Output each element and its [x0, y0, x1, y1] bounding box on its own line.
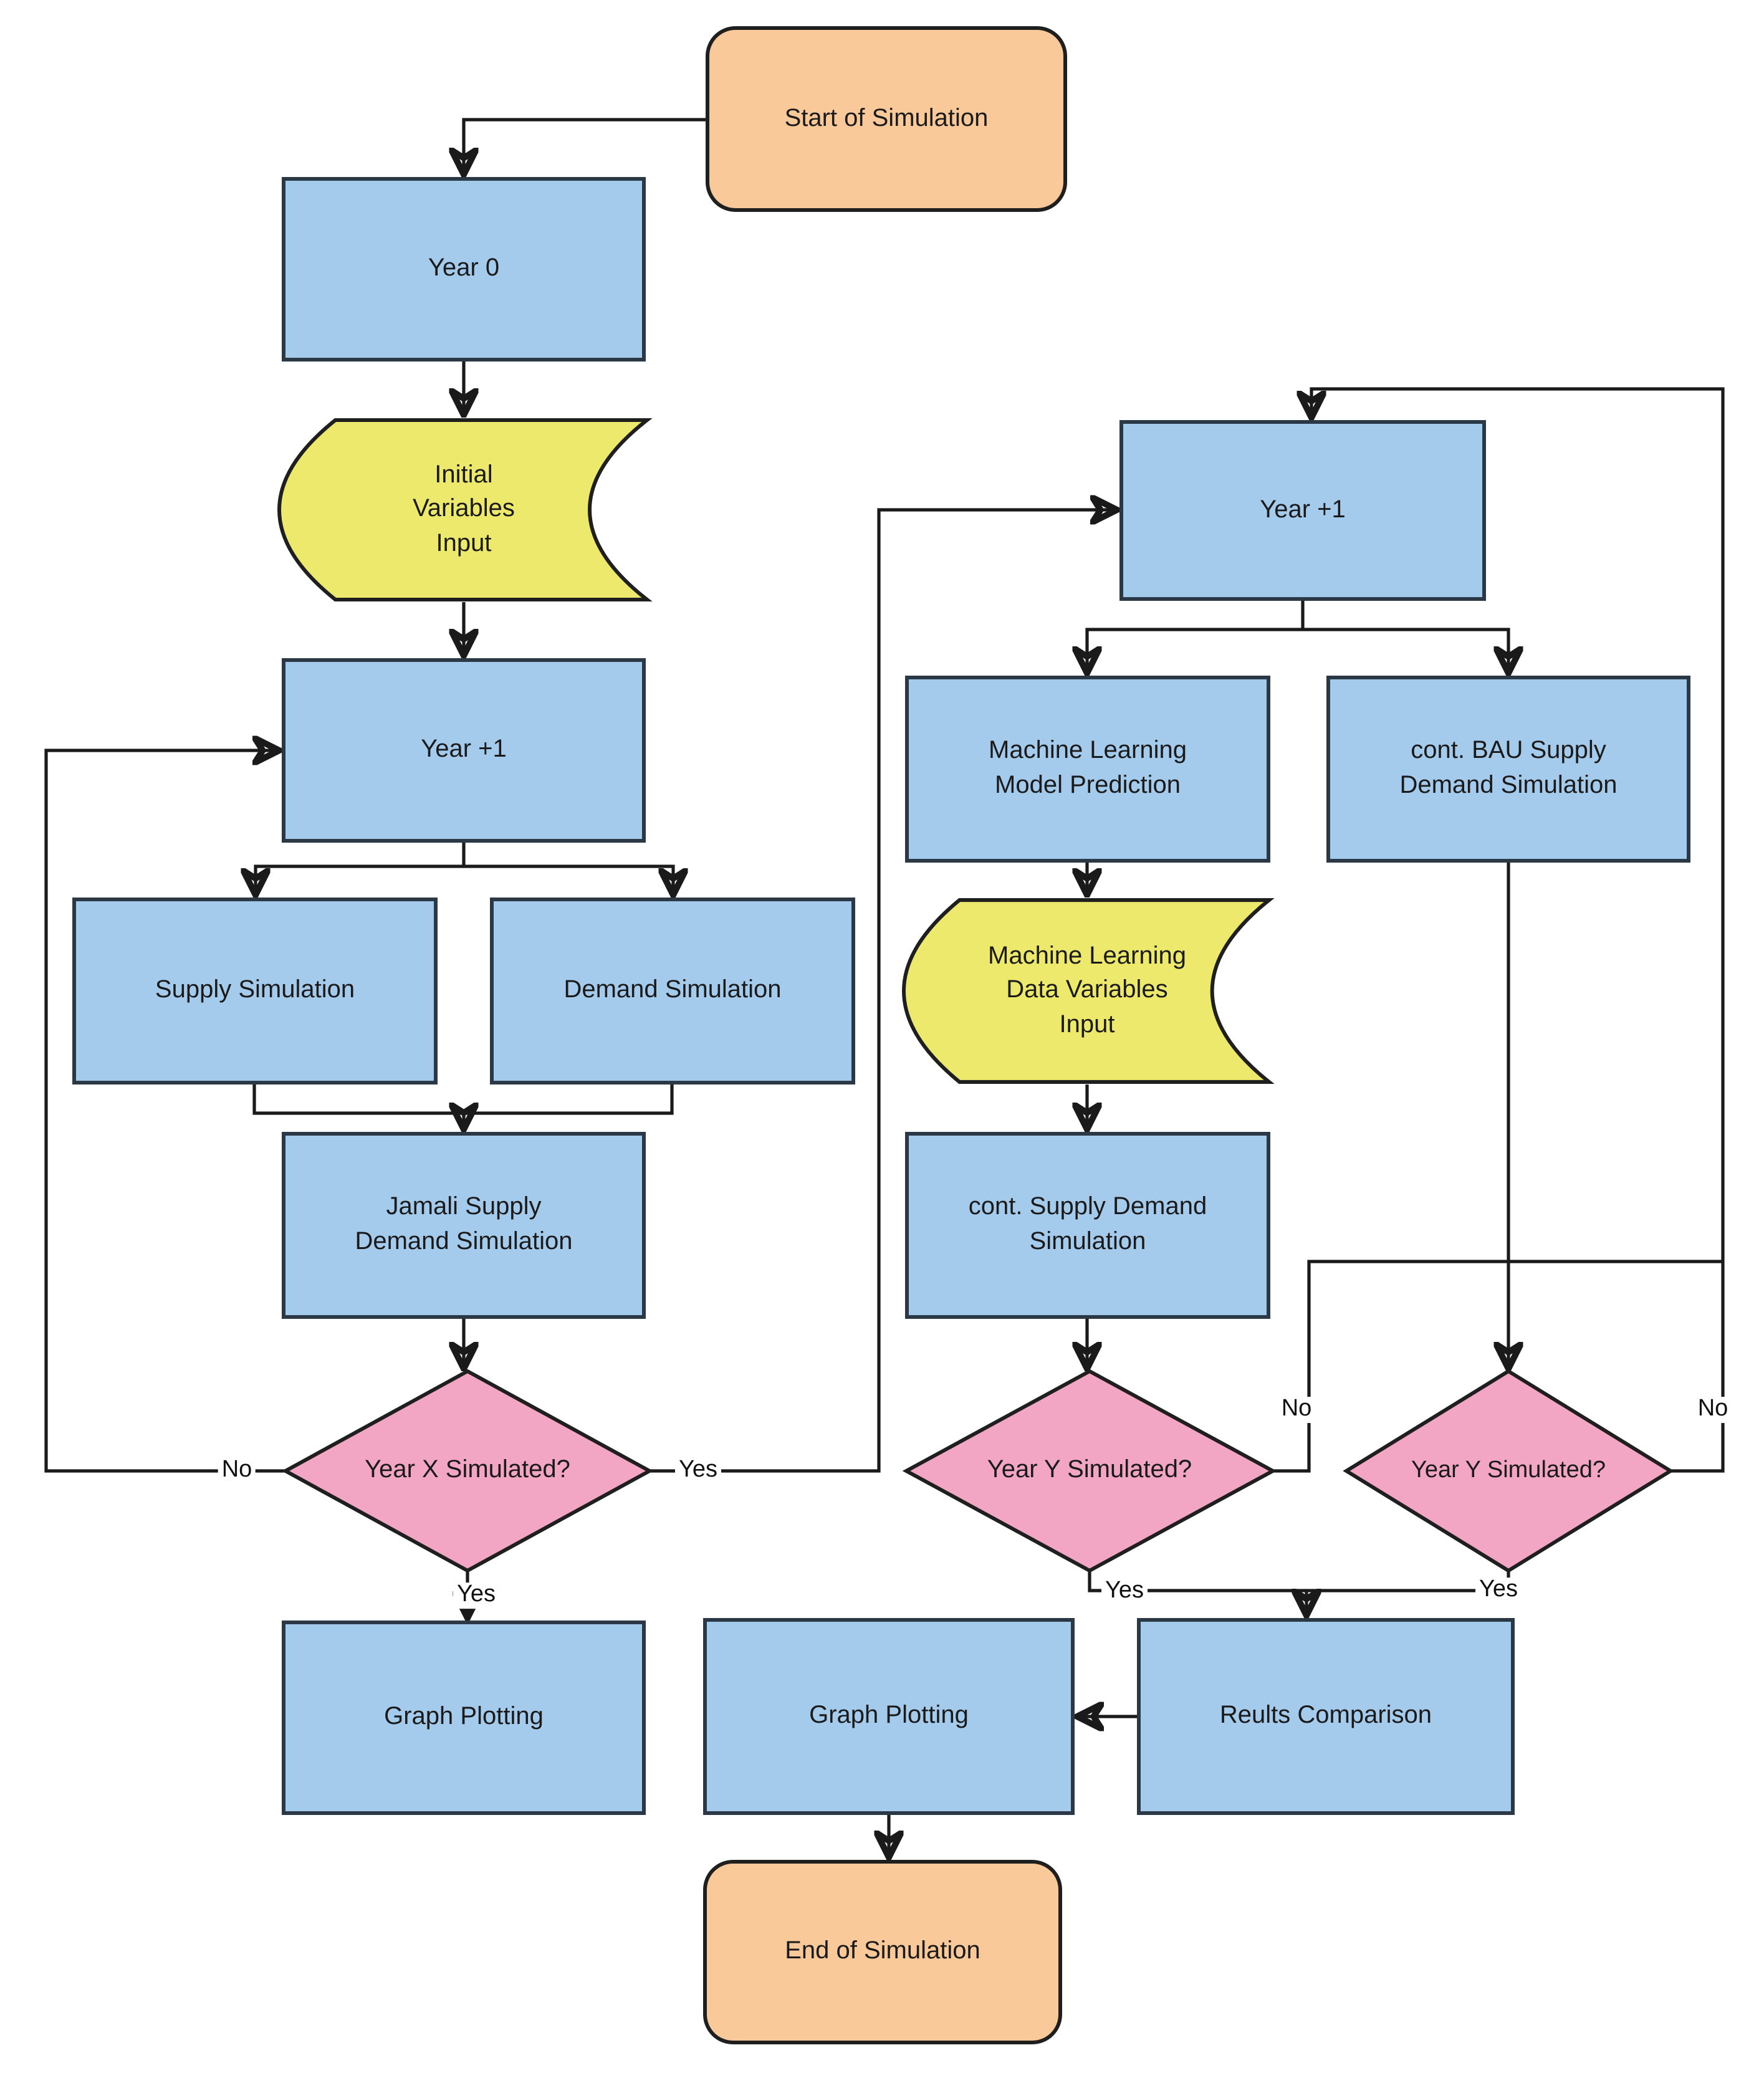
edge-supply-merge — [252, 1084, 464, 1115]
node-start-label: Start of Simulation — [784, 104, 989, 132]
edge-label-x-yes-right: Yes — [675, 1457, 721, 1484]
node-cont-bau-simulation-label: cont. BAU Supply Demand Simulation — [1399, 737, 1618, 799]
node-cont-supply-demand-simulation-label: cont. Supply Demand Simulation — [968, 1193, 1207, 1255]
edge-label-y1-no: No — [1277, 1396, 1316, 1423]
edge-y1-yes — [1088, 1571, 1306, 1592]
decision-diamond-shape — [281, 1369, 654, 1573]
edge-label-x-no: No — [218, 1457, 256, 1484]
node-year-y-decision-2: Year Y Simulated? — [1343, 1369, 1674, 1573]
edge-branch-to-demand — [464, 864, 673, 895]
node-ml-model-prediction-label: Machine Learning Model Prediction — [989, 737, 1187, 799]
node-year-plus1-right: Year +1 — [1119, 420, 1486, 601]
node-demand-simulation: Demand Simulation — [490, 898, 855, 1084]
edge-y2-no-feedback — [1311, 387, 1725, 1473]
node-cont-bau-simulation: cont. BAU Supply Demand Simulation — [1326, 676, 1690, 863]
node-graph-plotting-left: Graph Plotting — [282, 1621, 646, 1815]
edge-branch-to-supply — [256, 864, 464, 895]
edge-start-to-year0 — [464, 118, 706, 175]
edge-label-x-yes-down: Yes — [453, 1581, 499, 1609]
node-supply-simulation: Supply Simulation — [72, 898, 438, 1084]
node-demand-simulation-label: Demand Simulation — [563, 976, 782, 1004]
node-supply-simulation-label: Supply Simulation — [155, 976, 355, 1004]
node-initial-variables-input-label: Initial Variables Input — [413, 461, 515, 557]
decision-diamond-shape — [902, 1369, 1277, 1573]
node-jamali-simulation: Jamali Supply Demand Simulation — [282, 1132, 646, 1319]
edge-branch-to-bau — [1303, 628, 1508, 673]
node-graph-plotting-center-label: Graph Plotting — [809, 1702, 969, 1730]
node-jamali-simulation-label: Jamali Supply Demand Simulation — [355, 1193, 573, 1255]
node-end: End of Simulation — [703, 1860, 1062, 2044]
edge-label-y1-yes: Yes — [1101, 1578, 1148, 1605]
node-start: Start of Simulation — [706, 26, 1067, 212]
edge-y1-no-merge — [1273, 1260, 1723, 1473]
node-initial-variables-input: Initial Variables Input — [277, 418, 653, 602]
node-year-plus1-left-label: Year +1 — [421, 735, 507, 764]
node-year-plus1-left: Year +1 — [282, 658, 646, 843]
node-year-x-decision-label: Year X Simulated? — [365, 1456, 570, 1484]
node-results-comparison: Reults Comparison — [1137, 1618, 1515, 1815]
edge-branch-to-ml-prediction — [1087, 628, 1303, 673]
node-graph-plotting-left-label: Graph Plotting — [384, 1703, 544, 1731]
edge-label-y2-yes: Yes — [1475, 1576, 1522, 1604]
node-end-label: End of Simulation — [785, 1937, 980, 1965]
node-year-plus1-right-label: Year +1 — [1260, 496, 1346, 524]
node-ml-data-variables-input-label: Machine Learning Data Variables Input — [988, 942, 1186, 1038]
node-year0-label: Year 0 — [428, 254, 500, 282]
node-year-x-decision: Year X Simulated? — [281, 1369, 654, 1573]
edge-x-yes-to-year1-right — [650, 510, 1117, 1473]
stored-data-shape — [902, 898, 1275, 1084]
node-year-y-decision-2-label: Year Y Simulated? — [1411, 1457, 1606, 1483]
node-ml-data-variables-input: Machine Learning Data Variables Input — [902, 898, 1275, 1084]
node-ml-model-prediction: Machine Learning Model Prediction — [905, 676, 1270, 863]
node-results-comparison-label: Reults Comparison — [1219, 1702, 1432, 1730]
edge-demand-merge — [464, 1084, 674, 1115]
edge-x-no-loop — [44, 750, 285, 1473]
node-year0: Year 0 — [282, 177, 646, 361]
stored-data-shape — [277, 418, 653, 601]
node-cont-supply-demand-simulation: cont. Supply Demand Simulation — [905, 1132, 1270, 1319]
decision-diamond-shape — [1343, 1369, 1674, 1573]
edge-label-y2-no: No — [1694, 1396, 1732, 1423]
node-year-y-decision-1-label: Year Y Simulated? — [987, 1456, 1192, 1484]
node-year-y-decision-1: Year Y Simulated? — [902, 1369, 1277, 1573]
node-graph-plotting-center: Graph Plotting — [703, 1618, 1075, 1815]
